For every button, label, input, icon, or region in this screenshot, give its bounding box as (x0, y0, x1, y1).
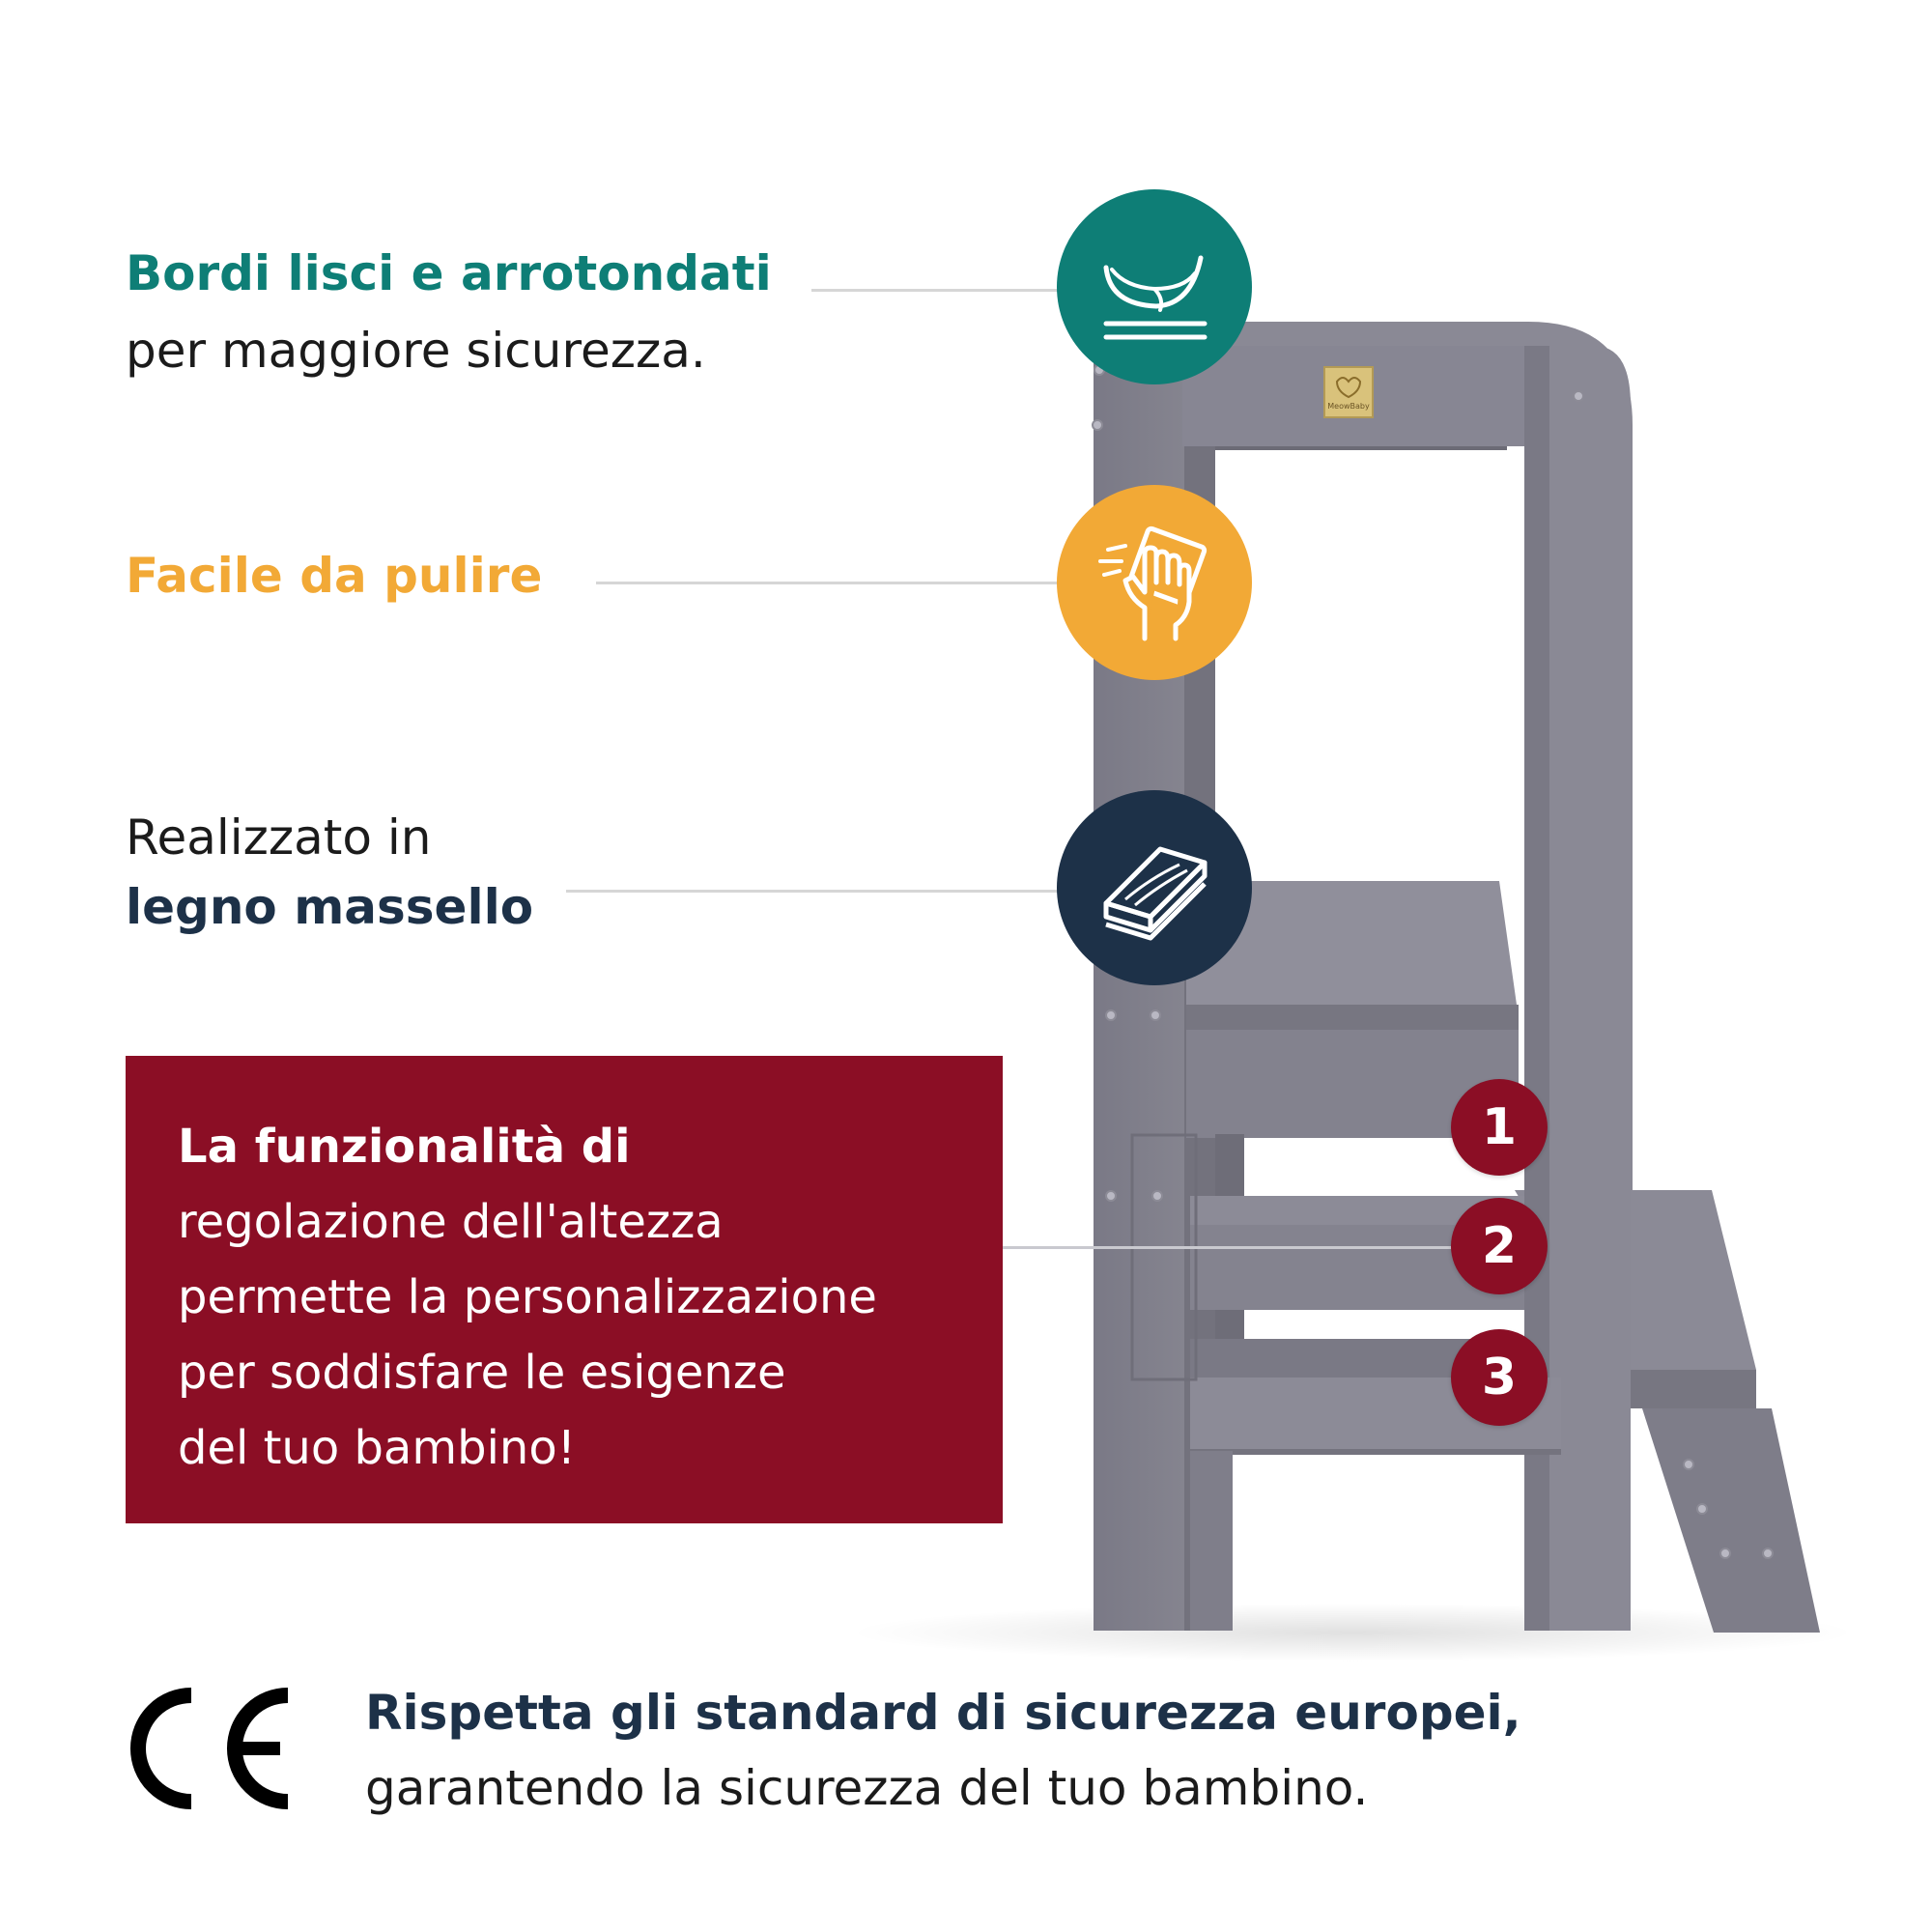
adjustment-line-5: del tuo bambino! (178, 1421, 576, 1475)
height-level-badge-1: 1 (1451, 1079, 1548, 1176)
feature-badge-solid-wood (1057, 790, 1252, 985)
brand-badge-label: MeowBaby (1327, 402, 1370, 411)
certification-text: garantendo la sicurezza del tuo bambino. (365, 1760, 1369, 1816)
wood-planks-icon (1103, 846, 1208, 941)
feature-text-safety: per maggiore sicurezza. (126, 323, 706, 379)
feature-title-solid-wood: legno massello (126, 879, 534, 935)
connector-line-2 (596, 582, 1063, 584)
feature-badge-easy-clean (1057, 485, 1252, 680)
feature-title-smooth-edges: Bordi lisci e arrotondati (126, 245, 772, 301)
connector-line-3 (566, 890, 1063, 893)
adjustment-line-2: regolazione dell'altezza (178, 1195, 724, 1249)
height-level-badge-3: 3 (1451, 1329, 1548, 1426)
adjustment-line-4: per soddisfare le esigenze (178, 1346, 786, 1400)
height-adjustment-panel: La funzionalità di regolazione dell'alte… (126, 1056, 1003, 1523)
ce-mark-logo: CE (126, 1686, 289, 1809)
adjustment-line-1: La funzionalità di (178, 1120, 631, 1174)
height-level-badge-2: 2 (1451, 1198, 1548, 1294)
feature-text-made-in: Realizzato in (126, 810, 432, 866)
ce-mark-label: CE (126, 1686, 128, 1687)
feature-badge-smooth-edges (1057, 189, 1252, 384)
connector-line-1 (811, 289, 1063, 292)
connector-line-adjustment (1003, 1246, 1451, 1249)
feature-title-easy-clean: Facile da pulire (126, 548, 543, 604)
smooth-edge-icon (1103, 255, 1208, 340)
hand-wipe-icon (1098, 526, 1208, 641)
adjustment-line-3: permette la personalizzazione (178, 1270, 877, 1324)
brand-badge (1323, 366, 1374, 418)
certification-title: Rispetta gli standard di sicurezza europ… (365, 1685, 1521, 1741)
